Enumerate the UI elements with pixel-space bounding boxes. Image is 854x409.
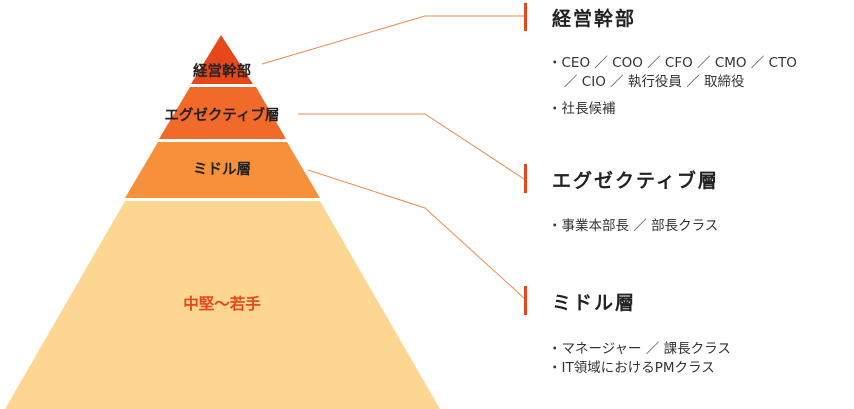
heading-bar-top — [524, 3, 527, 31]
bullet-top-roles-cont: ／ CIO ／ 執行役員 ／ 取締役 — [564, 74, 745, 90]
heading-middle: ミドル層 — [552, 292, 637, 314]
tier-middle-label: ミドル層 — [193, 161, 251, 178]
tier-top-label: 経営幹部 — [193, 62, 251, 80]
connector-exec — [298, 113, 525, 180]
connector-middle — [307, 169, 525, 299]
bullet-exec-roles: ・事業本部長 ／ 部長クラス — [548, 218, 719, 234]
bullet-middle-pm: ・IT領域におけるPMクラス — [548, 360, 715, 376]
bullets-middle: ・マネージャー ／ 課長クラス ・IT領域におけるPMクラス — [548, 340, 731, 378]
bullet-top-successor: ・社長候補 — [548, 101, 616, 117]
tier-base — [5, 201, 440, 409]
bullets-exec: ・事業本部長 ／ 部長クラス — [548, 217, 718, 236]
heading-bar-middle — [524, 286, 527, 315]
tier-exec — [159, 87, 286, 139]
tier-base-label: 中堅～若手 — [183, 294, 261, 313]
connector-top — [261, 15, 524, 65]
heading-top: 経営幹部 — [552, 8, 637, 30]
tier-exec-label: エグゼクティブ層 — [164, 106, 279, 124]
heading-bar-exec — [524, 164, 527, 193]
tier-middle — [125, 142, 320, 198]
bullet-top-roles: ・CEO ／ COO ／ CFO ／ CMO ／ CTO — [548, 55, 797, 71]
bullets-top: ・CEO ／ COO ／ CFO ／ CMO ／ CTO ／ CIO ／ 執行役… — [548, 54, 797, 119]
tier-top — [191, 35, 253, 84]
bullet-middle-roles: ・マネージャー ／ 課長クラス — [548, 341, 731, 357]
heading-exec: エグゼクティブ層 — [552, 170, 719, 192]
